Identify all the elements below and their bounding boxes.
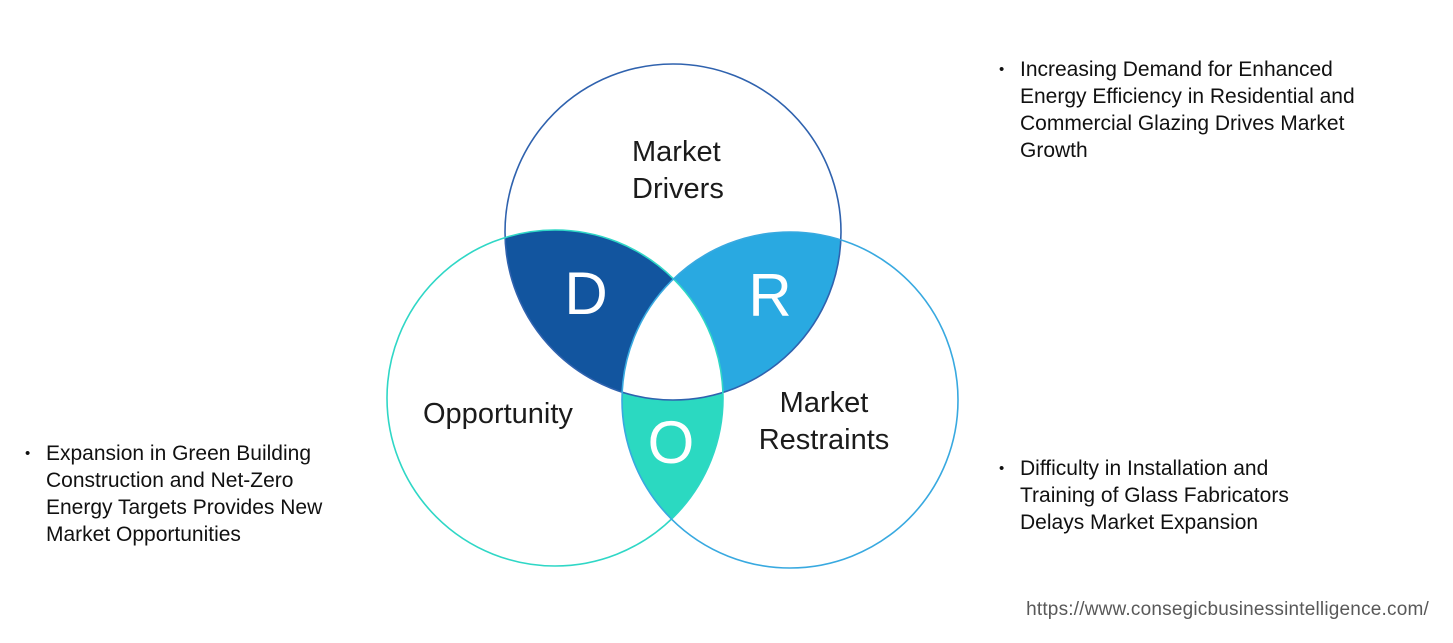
- restraints-overlap-region: [622, 232, 841, 400]
- bullet-icon: •: [25, 445, 31, 462]
- bullet-icon: •: [999, 460, 1005, 477]
- opportunity-circle-outline: [386, 229, 724, 567]
- restraints-letter: R: [748, 262, 792, 329]
- market-restraints-label: Market Restraints: [758, 387, 890, 456]
- restraint-note: • Difficulty in Installation and Trainin…: [999, 455, 1289, 536]
- driver-note: • Increasing Demand for Enhanced Energy …: [999, 56, 1355, 164]
- drivers-letter: D: [564, 260, 608, 327]
- opportunity-label: Opportunity: [423, 398, 573, 430]
- restraint-note-text: Difficulty in Installation and Training …: [1020, 457, 1289, 534]
- source-url: https://www.consegicbusinessintelligence…: [1026, 599, 1429, 620]
- bullet-icon: •: [999, 61, 1005, 78]
- opportunity-note-text: Expansion in Green Building Construction…: [46, 442, 323, 546]
- restraints-circle-outline: [621, 231, 959, 569]
- driver-note-text: Increasing Demand for Enhanced Energy Ef…: [1020, 58, 1355, 162]
- opportunity-note: • Expansion in Green Building Constructi…: [25, 440, 322, 548]
- market-drivers-label: Market Drivers: [632, 136, 724, 205]
- drivers-circle-outline: [504, 63, 842, 401]
- opportunity-letter: O: [647, 409, 695, 476]
